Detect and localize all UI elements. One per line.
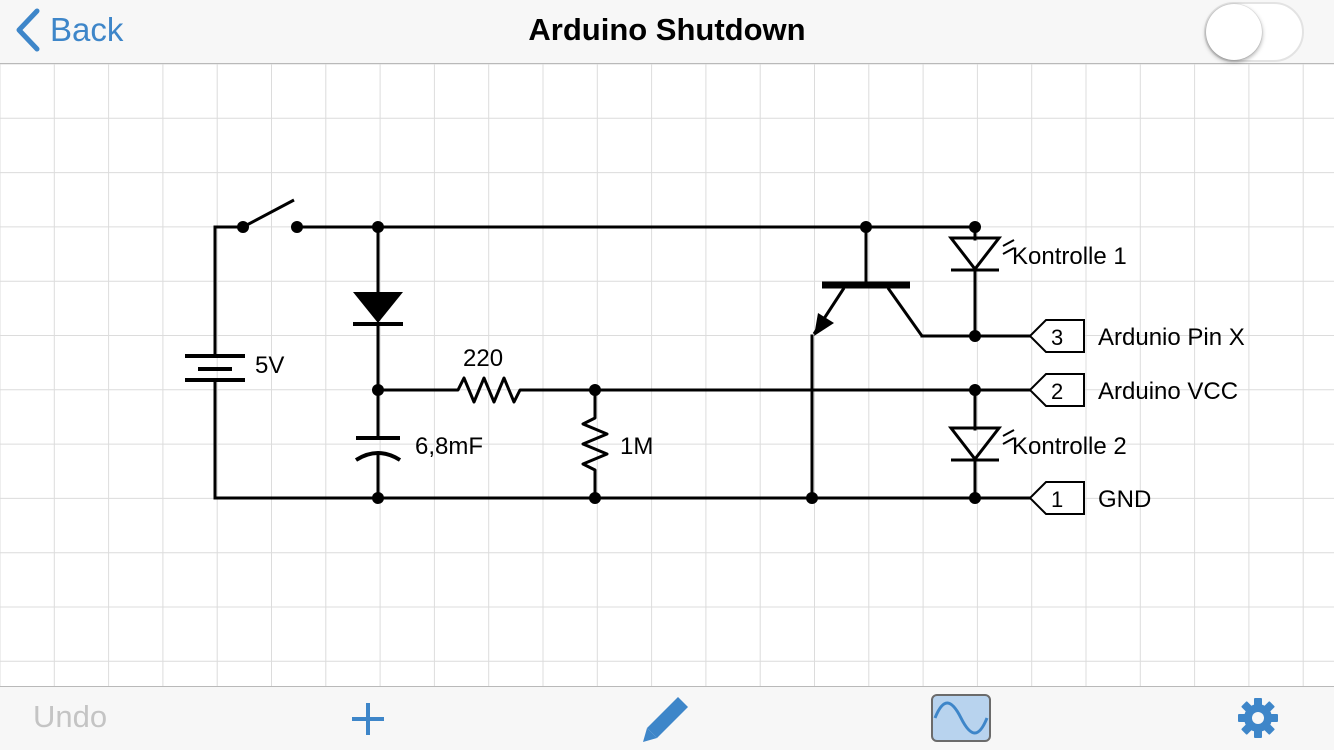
diode-symbol[interactable] [353, 227, 403, 438]
port-vcc[interactable]: 2 Arduino VCC [1028, 373, 1238, 407]
battery-symbol[interactable] [185, 354, 245, 382]
undo-button[interactable]: Undo [33, 699, 108, 734]
capacitor-label: 6,8mF [415, 433, 483, 460]
bottom-toolbar: Undo [0, 686, 1334, 750]
port-label: Arduino VCC [1098, 378, 1238, 405]
schematic-canvas[interactable]: 5V 6,8mF 220 1M [0, 64, 1334, 686]
port-gnd[interactable]: 1 GND [1028, 481, 1151, 515]
led2-label: Kontrolle 2 [1012, 433, 1127, 460]
schematic-svg: 5V 6,8mF 220 1M [0, 64, 1334, 686]
port-label: Ardunio Pin X [1098, 324, 1245, 351]
port-pin-x[interactable]: 3 Ardunio Pin X [1028, 319, 1245, 353]
page-title: Arduino Shutdown [528, 12, 806, 47]
led1-symbol[interactable] [947, 236, 1015, 272]
led2-symbol[interactable] [947, 426, 1015, 462]
gear-icon[interactable] [1237, 697, 1279, 739]
mode-toggle-switch[interactable] [1204, 2, 1304, 62]
transistor-symbol[interactable] [812, 281, 924, 337]
resistor-series-symbol[interactable] [430, 376, 542, 404]
signal-mode-button[interactable] [931, 694, 991, 742]
back-button[interactable]: Back [14, 8, 123, 52]
grid [0, 64, 1334, 686]
resistor-pull-symbol[interactable] [581, 390, 609, 498]
sine-wave-icon [933, 701, 989, 735]
chevron-left-icon [16, 8, 40, 52]
capacitor-symbol[interactable] [354, 436, 402, 498]
battery-label: 5V [255, 352, 284, 379]
port-number: 1 [1051, 487, 1063, 512]
navigation-bar: Back Arduino Shutdown [0, 0, 1334, 64]
plus-icon[interactable] [348, 699, 388, 739]
back-label: Back [50, 11, 124, 48]
toggle-knob [1206, 4, 1262, 60]
port-label: GND [1098, 486, 1151, 513]
port-number: 2 [1051, 379, 1063, 404]
switch-symbol[interactable] [237, 198, 303, 233]
resistor-series-label: 220 [463, 345, 503, 372]
junction-dots [372, 221, 981, 504]
led1-label: Kontrolle 1 [1012, 243, 1127, 270]
resistor-pull-label: 1M [620, 433, 653, 460]
pencil-icon[interactable] [640, 693, 692, 745]
port-number: 3 [1051, 325, 1063, 350]
